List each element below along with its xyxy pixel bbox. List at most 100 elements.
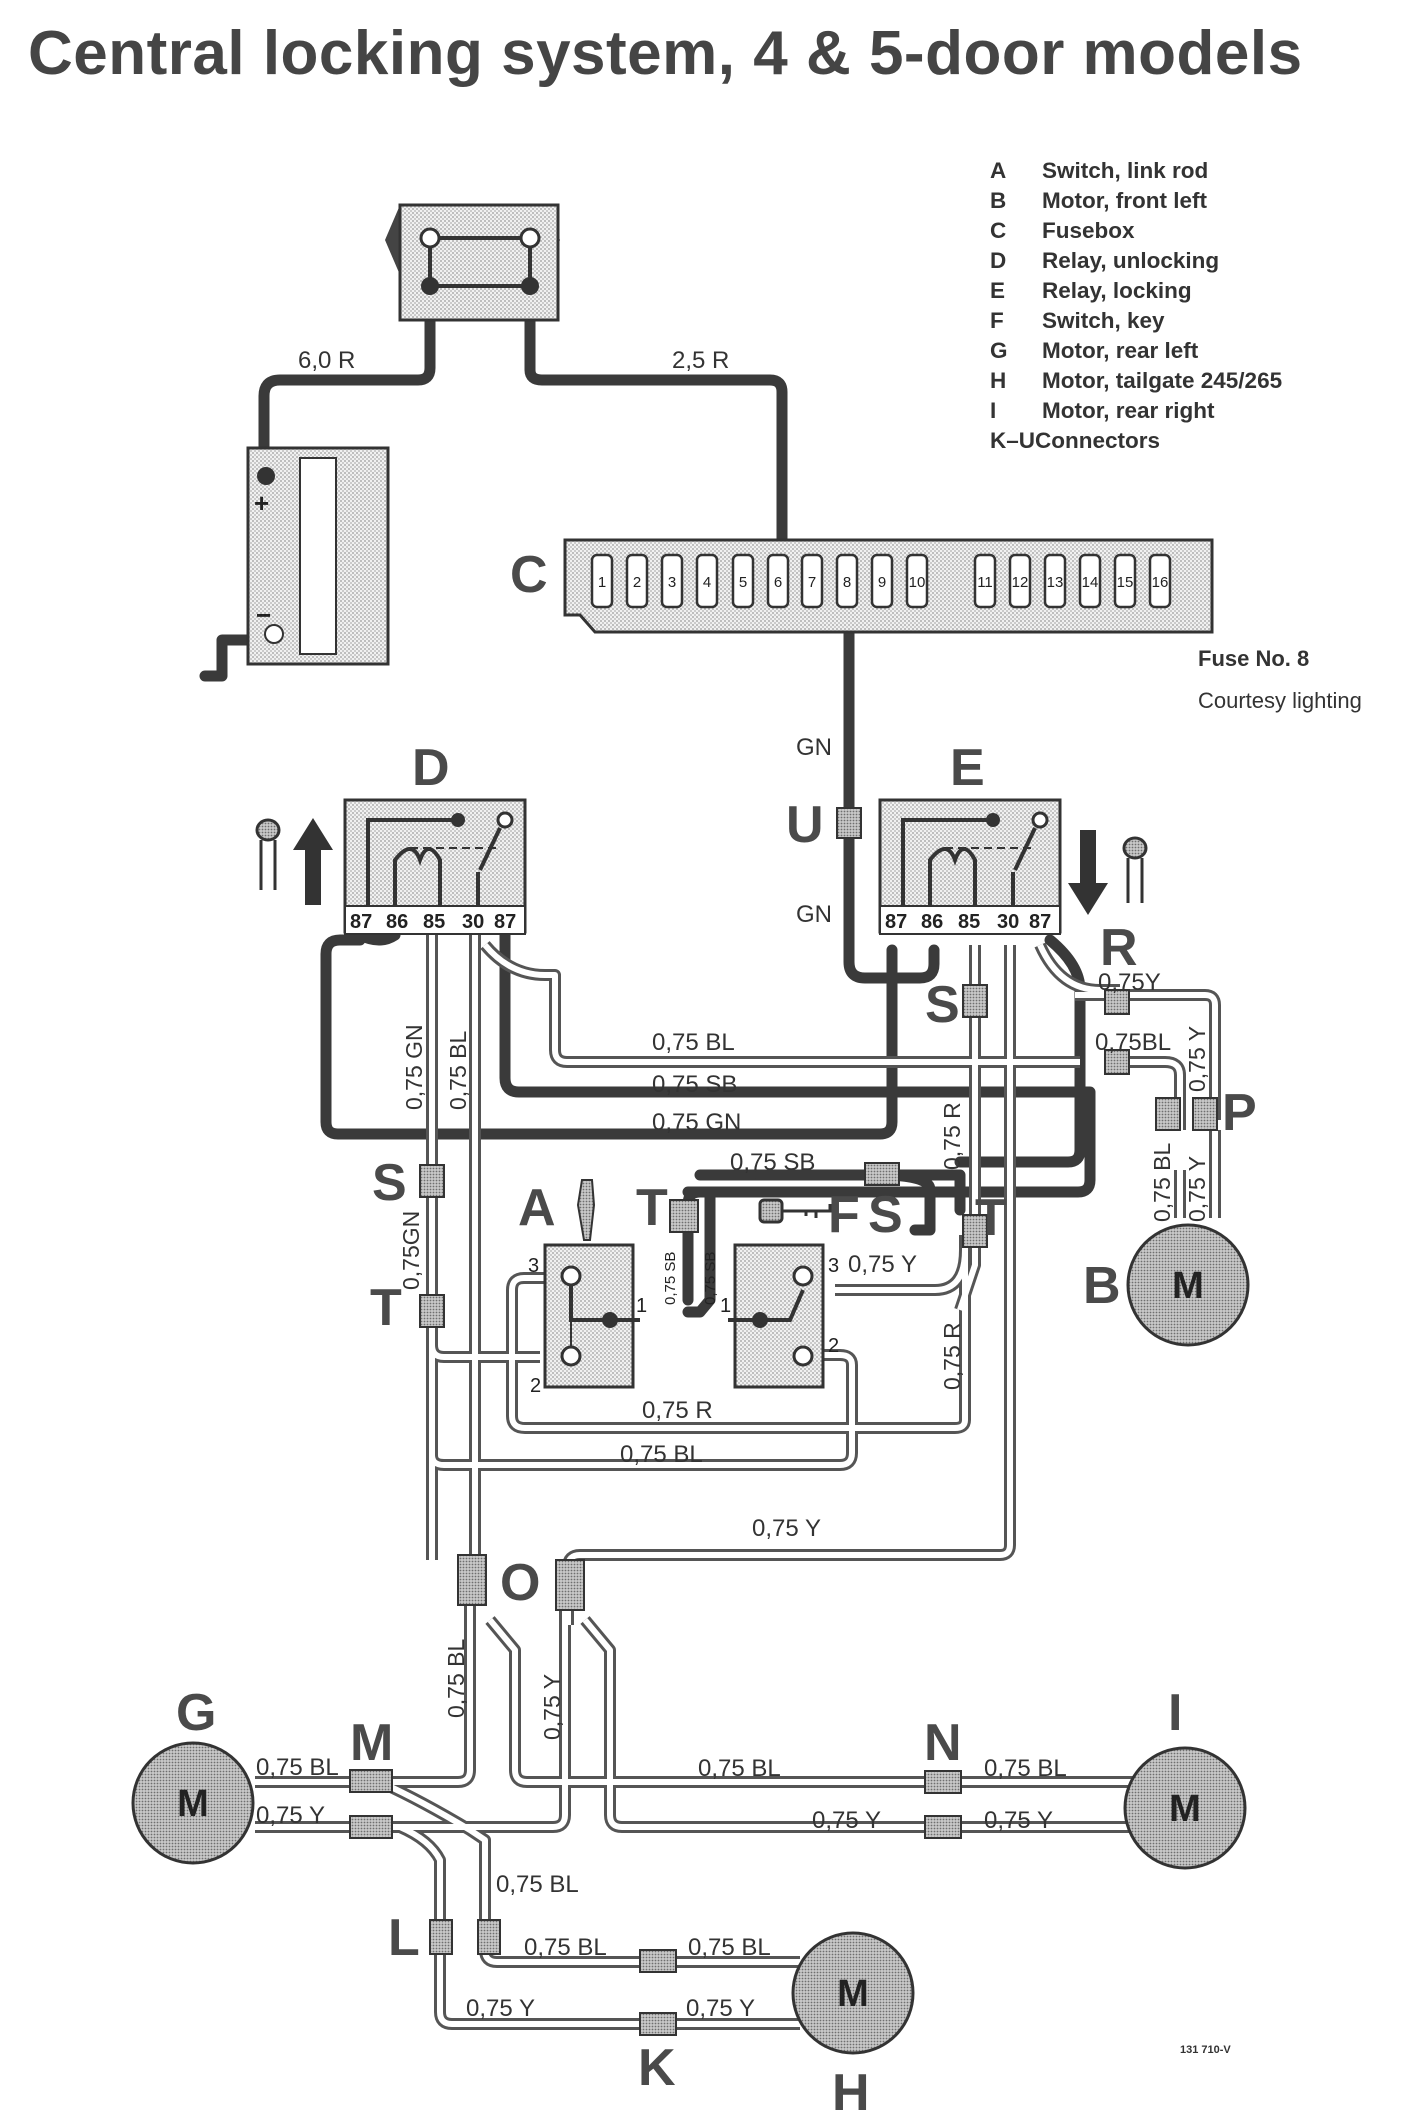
wire-label-vertical: 0,75 Y <box>1184 1156 1210 1222</box>
letter-u: U <box>786 796 824 854</box>
fuse-16: 16 <box>1148 553 1172 609</box>
connectors <box>349 807 1218 2036</box>
fuse-number: 8 <box>843 574 851 591</box>
motor-g-label: M <box>177 1783 209 1825</box>
letter-t-right: T <box>975 1189 1007 1247</box>
fuse-number: 15 <box>1117 574 1134 591</box>
fuse-number: 13 <box>1047 574 1064 591</box>
connector-p-right <box>1192 1097 1218 1131</box>
wire-label: 0,75 BL <box>524 1934 607 1961</box>
letter-k: K <box>638 2039 676 2097</box>
lock-button-down-icon <box>1122 836 1148 903</box>
wire-label: GN <box>796 734 832 761</box>
connector-s-right <box>962 984 988 1018</box>
fuse-1: 1 <box>590 553 614 609</box>
connector-o-right <box>555 1559 585 1611</box>
letter-f: F <box>828 1186 860 1244</box>
wire-label: 0,75Y <box>1098 969 1161 996</box>
connector-r <box>1104 989 1130 1015</box>
fuse-13: 13 <box>1043 553 1067 609</box>
key-icon <box>758 1198 832 1224</box>
fuse-note-desc: Courtesy lighting <box>1198 688 1362 713</box>
relay-e-pin-86: 86 <box>921 911 943 933</box>
letter-n: N <box>924 1714 962 1772</box>
wire-label: 0,75 Y <box>984 1807 1053 1834</box>
wire-label: 6,0 R <box>298 347 355 374</box>
down-arrow-icon <box>1068 830 1108 915</box>
wire-label: 0,75 BL <box>698 1755 781 1782</box>
wire-label: 0,75 Y <box>848 1251 917 1278</box>
switch-a-pin-3: 3 <box>528 1255 539 1277</box>
fuse-9: 9 <box>870 553 894 609</box>
relay-d-pin-30: 30 <box>462 911 484 933</box>
letter-t-mid: T <box>636 1179 668 1237</box>
motor-h-label: M <box>837 1973 869 2015</box>
connector-k-top <box>639 1949 677 1973</box>
fuse-14: 14 <box>1078 553 1102 609</box>
letter-b: B <box>1083 1257 1121 1315</box>
relay-e-pin-30: 30 <box>997 911 1019 933</box>
wire-label: 0,75 BL <box>620 1441 703 1468</box>
switch-a: 3 2 1 <box>528 1179 647 1397</box>
battery: + − <box>246 446 390 666</box>
wire-label: 0,75 Y <box>812 1807 881 1834</box>
fuse-15: 15 <box>1113 553 1137 609</box>
fuse-12: 12 <box>1008 553 1032 609</box>
fuse-number: 3 <box>668 574 676 591</box>
fuse-number: 11 <box>977 574 993 591</box>
wire-label: 0,75 BL <box>984 1755 1067 1782</box>
fuse-8: 8 <box>835 553 859 609</box>
relay-d-pin-87: 87 <box>350 911 372 933</box>
top-terminal-block <box>385 203 560 322</box>
connector-m-top <box>349 1769 393 1793</box>
connector-n-top <box>924 1770 962 1794</box>
letter-a: A <box>518 1179 556 1237</box>
connector-t-mid <box>669 1199 699 1233</box>
switch-a-pin-2: 2 <box>530 1375 541 1397</box>
wire-label: 0,75BL <box>1095 1029 1171 1056</box>
legend-item: K–UConnectors <box>990 428 1161 453</box>
letter-s-left: S <box>372 1154 407 1212</box>
wire-label: 0,75 BL <box>688 1934 771 1961</box>
fuse-number: 10 <box>909 574 926 591</box>
wire-label: 0,75 Y <box>466 1995 535 2022</box>
motor-i-label: M <box>1169 1788 1201 1830</box>
wire-label: 0,75 Y <box>256 1802 325 1829</box>
wire-label-vertical: 0,75 BL <box>445 1031 471 1110</box>
connector-p-left <box>1155 1097 1181 1131</box>
letter-t-left: T <box>370 1279 402 1337</box>
fuse-number: 14 <box>1082 574 1099 591</box>
wire-label: 0,75 BL <box>256 1754 339 1781</box>
motor-b-label: M <box>1172 1265 1204 1307</box>
connector-u <box>836 807 862 839</box>
connector-l-left <box>429 1919 453 1955</box>
battery-plus-label: + <box>254 488 269 518</box>
fuse-4: 4 <box>695 553 719 609</box>
fuse-5: 5 <box>731 553 755 609</box>
connector-s-left <box>419 1164 445 1198</box>
wire-label: 0,75 Y <box>686 1995 755 2022</box>
wire-label-vertical: 0,75 SB <box>702 1252 719 1305</box>
relay-d: 87 86 85 30 87 <box>343 798 527 935</box>
motor-g: M <box>131 1741 255 1865</box>
fuse-number: 5 <box>739 574 747 591</box>
wire-label: 0,75 GN <box>652 1109 741 1136</box>
motor-i: M <box>1123 1746 1247 1870</box>
wire-labels: 6,0 R 2,5 R GN GN 0,75 BL 0,75 SB 0,75 G… <box>256 347 1210 2022</box>
figure-code: 131 710-V <box>1180 2044 1231 2056</box>
wire-label: 0,75 SB <box>730 1149 815 1176</box>
fuse-note-title: Fuse No. 8 <box>1198 646 1310 671</box>
wire-label: 0,75 R <box>642 1397 713 1424</box>
wire-label: 0,75 Y <box>752 1515 821 1542</box>
letter-s-right: S <box>925 976 960 1034</box>
fuse-number: 16 <box>1152 574 1169 591</box>
connector-sb <box>864 1162 900 1186</box>
light-wires-inner <box>255 930 1218 2027</box>
fuse-7: 7 <box>800 553 824 609</box>
